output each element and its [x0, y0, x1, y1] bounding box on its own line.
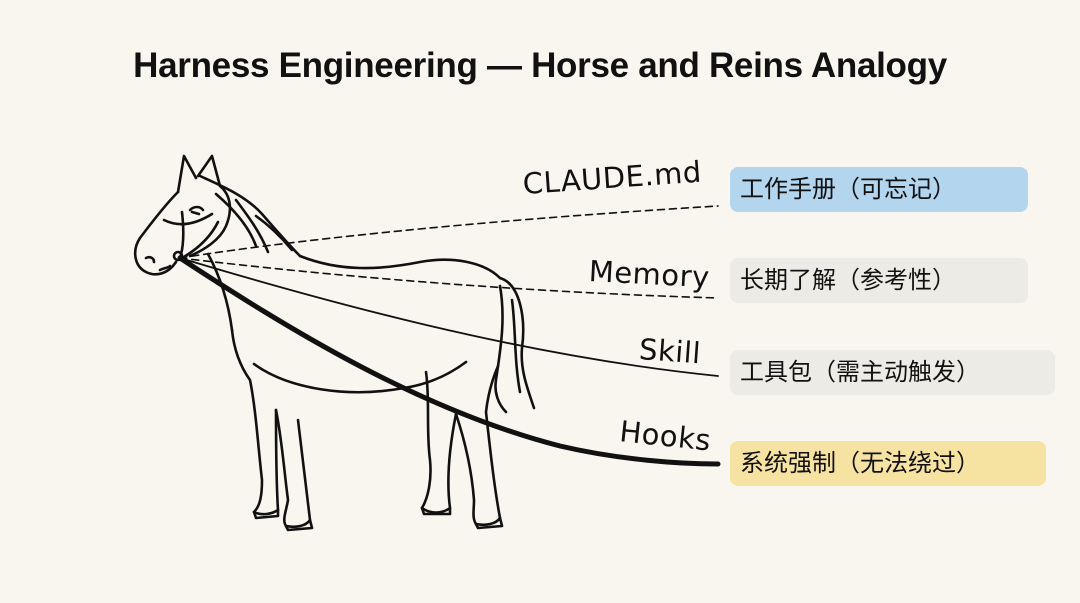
skill-rein: [179, 257, 719, 377]
hooks-rein: [177, 255, 721, 467]
claude-rein: [179, 205, 719, 259]
page-title: Harness Engineering — Horse and Reins An…: [133, 46, 947, 85]
claude-description-box: 工作手册（可忘记）: [730, 167, 1028, 212]
memory-description-box: 长期了解（参考性）: [730, 258, 1028, 303]
reins: [177, 205, 721, 467]
horse-illustration: [133, 154, 536, 532]
memory-rein: [179, 257, 719, 299]
rein-label-skill: Skill: [638, 332, 703, 371]
rein-label-memory: Memory: [588, 254, 711, 295]
hooks-description-box: 系统强制（无法绕过）: [730, 441, 1046, 486]
skill-description-box: 工具包（需主动触发）: [730, 350, 1055, 395]
